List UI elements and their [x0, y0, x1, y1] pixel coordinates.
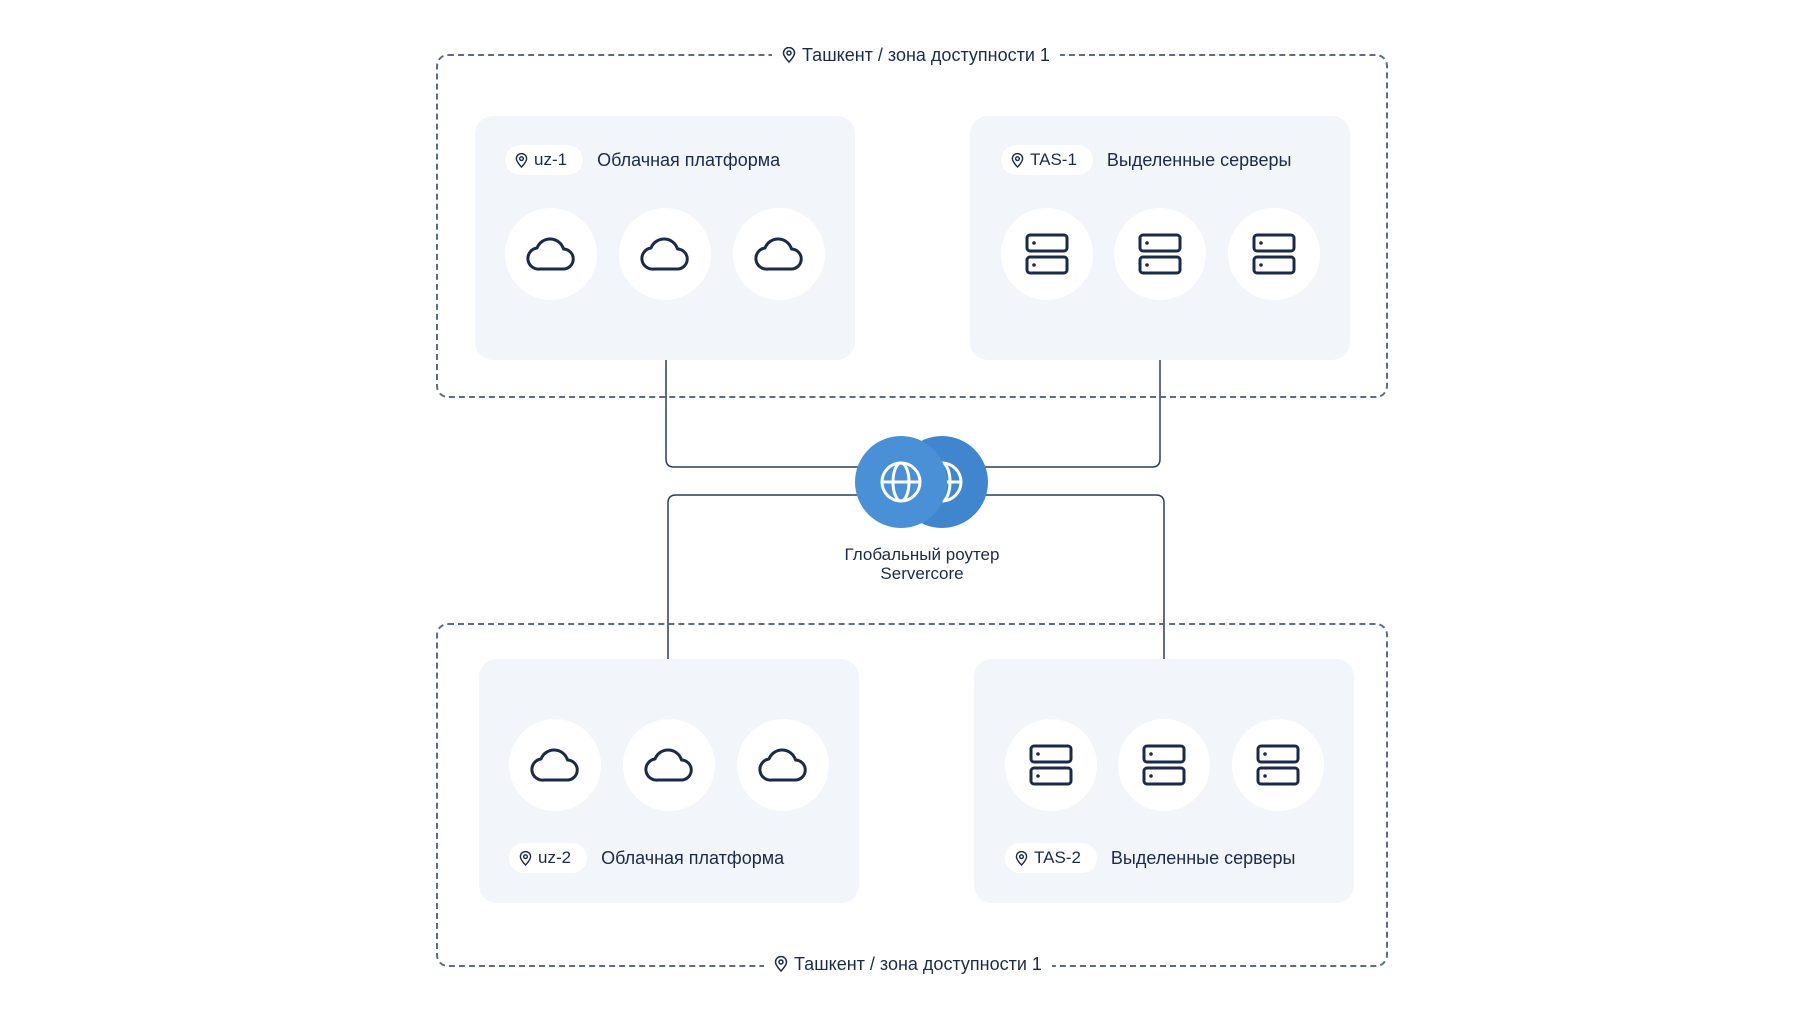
panel-servers-tas2-title: Выделенные серверы — [1110, 847, 1296, 868]
location-pin-icon — [519, 850, 532, 866]
server-node — [1118, 719, 1210, 811]
server-node — [1001, 208, 1093, 300]
zone-tag-tas2: TAS-2 — [1005, 843, 1097, 873]
server-icon — [1256, 744, 1300, 786]
link-tas1-router — [980, 300, 1161, 468]
cloud-node — [509, 719, 601, 811]
cloud-icon — [644, 748, 693, 782]
server-node — [1005, 719, 1097, 811]
zone-top-label: Ташкент / зона доступности 1 — [772, 44, 1060, 66]
cloud-icon — [530, 748, 579, 782]
server-node — [1232, 719, 1324, 811]
cloud-icon — [754, 237, 803, 271]
server-icon — [1025, 233, 1069, 275]
zone-bottom-label-text: Ташкент / зона доступности 1 — [794, 954, 1042, 974]
link-uz2-router — [667, 494, 860, 718]
router-label-line2: Servercore — [880, 564, 964, 583]
server-node — [1114, 208, 1206, 300]
router-node — [855, 436, 947, 528]
cloud-icon — [640, 237, 689, 271]
server-node — [1228, 208, 1320, 300]
link-tas2-router — [980, 494, 1165, 718]
cloud-node — [505, 208, 597, 300]
cloud-node — [733, 208, 825, 300]
location-pin-icon — [774, 956, 788, 972]
router-label: Глобальный роутер Servercore — [772, 545, 1072, 583]
panel-cloud-uz2-header: uz-2 Облачная платформа — [509, 843, 784, 873]
cloud-node — [737, 719, 829, 811]
cloud-icon — [758, 748, 807, 782]
panel-cloud-uz2-title: Облачная платформа — [601, 847, 785, 868]
cloud-icon — [526, 237, 575, 271]
location-pin-icon — [515, 152, 528, 168]
zone-tag-uz1-text: uz-1 — [534, 150, 568, 169]
location-pin-icon — [1011, 152, 1024, 168]
zone-tag-tas1: TAS-1 — [1001, 145, 1093, 175]
panel-cloud-uz1-title: Облачная платформа — [597, 149, 781, 170]
panel-cloud-uz1-header: uz-1 Облачная платформа — [505, 145, 780, 175]
server-icon — [1142, 744, 1186, 786]
panel-servers-tas2-header: TAS-2 Выделенные серверы — [1005, 843, 1295, 873]
link-uz1-router — [665, 300, 860, 468]
router-label-line1: Глобальный роутер — [844, 545, 1000, 564]
zone-tag-uz1: uz-1 — [505, 145, 584, 175]
globe-icon — [880, 461, 922, 503]
server-icon — [1138, 233, 1182, 275]
zone-tag-tas2-text: TAS-2 — [1034, 848, 1081, 867]
panel-servers-tas1-title: Выделенные серверы — [1106, 149, 1292, 170]
zone-bottom-label: Ташкент / зона доступности 1 — [764, 953, 1052, 975]
zone-tag-uz2: uz-2 — [509, 843, 588, 873]
server-icon — [1029, 744, 1073, 786]
cloud-node — [623, 719, 715, 811]
zone-tag-tas1-text: TAS-1 — [1030, 150, 1077, 169]
zone-tag-uz2-text: uz-2 — [538, 848, 572, 867]
panel-servers-tas1-header: TAS-1 Выделенные серверы — [1001, 145, 1291, 175]
server-icon — [1252, 233, 1296, 275]
location-pin-icon — [1015, 850, 1028, 866]
cloud-node — [619, 208, 711, 300]
zone-top-label-text: Ташкент / зона доступности 1 — [802, 45, 1050, 65]
location-pin-icon — [782, 47, 796, 63]
